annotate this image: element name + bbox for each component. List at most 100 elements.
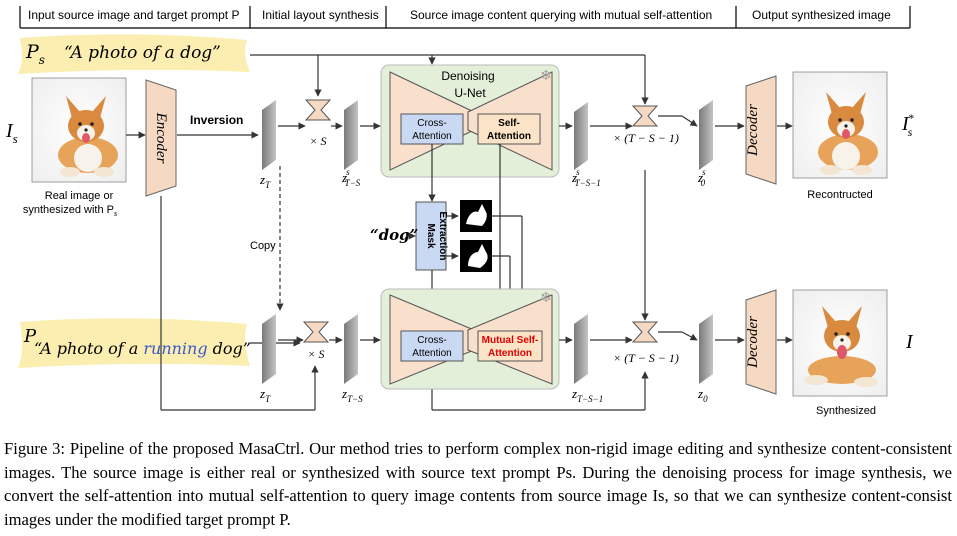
latent-zT-bottom-label: z: [259, 386, 265, 401]
svg-text:zs0: zs0: [697, 167, 706, 188]
latent-zT-top-label: z: [259, 172, 265, 187]
mutual-self-attention-line2: Attention: [488, 348, 532, 359]
svg-text:synthesized with Ps: synthesized with Ps: [23, 204, 117, 218]
target-prompt: P “A photo of a running dog”: [18, 318, 251, 368]
mask-extraction-line1: Mask: [425, 223, 436, 248]
freeze-icon: ❄: [540, 68, 552, 84]
cross-attention-top-line2: Attention: [412, 131, 451, 142]
mask-extraction-line2: Extraction: [437, 212, 448, 261]
latent-zTS1-bottom: zT−S−1: [571, 314, 603, 404]
decoder-bottom: Decoder: [745, 289, 777, 395]
bowtie-bottom: × S: [302, 321, 330, 361]
figure-caption: Figure 3: Pipeline of the proposed MasaC…: [4, 437, 952, 531]
inversion-label: Inversion: [190, 113, 243, 127]
unet-top: Denoising U-Net ❄ Cross- Attention Self-…: [380, 64, 560, 178]
times-s-bottom: × S: [307, 347, 324, 361]
cross-attention-bottom-line2: Attention: [412, 348, 451, 359]
source-prompt: Ps “A photo of a dog”: [18, 34, 250, 74]
synthesized-symbol: I: [905, 331, 914, 353]
latent-z0-bottom: z0: [697, 314, 713, 404]
svg-text:zT: zT: [259, 386, 271, 404]
bowtie-bottom-2: × (T − S − 1): [613, 321, 679, 365]
reconstructed-sup: *: [908, 111, 914, 125]
input-caption-sub: s: [114, 209, 117, 218]
section-output-label: Output synthesized image: [752, 8, 891, 22]
svg-text:“A photo of a running dog”: “A photo of a running dog”: [34, 339, 251, 358]
encoder-label: Encoder: [153, 112, 169, 164]
latent-zT-top-sub: T: [265, 180, 271, 190]
copy-label: Copy: [250, 240, 276, 252]
input-caption-line1: Real image or: [45, 190, 114, 202]
target-prompt-text-before: “A photo of a: [34, 339, 143, 358]
unet-title-line1: Denoising: [441, 69, 494, 83]
reconstructed-symbol: I: [901, 113, 910, 135]
mask-source: [460, 200, 492, 232]
bowtie-top: × S: [304, 99, 332, 148]
section-input-label: Input source image and target prompt P: [28, 8, 239, 22]
latent-zTS1-top-sub: T−S−1: [575, 178, 601, 188]
figure-caption-text: Figure 3: Pipeline of the proposed MasaC…: [4, 439, 952, 529]
target-prompt-symbol: P: [23, 326, 37, 347]
section-query-label: Source image content querying with mutua…: [410, 8, 712, 22]
svg-text:zsT−S: zsT−S: [341, 167, 361, 188]
latent-z0-bottom-sub: 0: [703, 394, 708, 404]
input-subscript: s: [13, 131, 18, 146]
latent-zTS-top-sub: T−S: [345, 178, 361, 188]
target-prompt-text-after: dog”: [208, 339, 251, 358]
self-attention-line1: Self-: [498, 118, 520, 129]
reconstructed-label: Recontructed: [807, 189, 872, 201]
latent-zTS-bottom: zT−S: [341, 314, 363, 404]
input-image: [31, 77, 127, 183]
decoder-top: Decoder: [745, 75, 777, 185]
reconstructed-image: [792, 71, 888, 179]
latent-zT-bottom-sub: T: [265, 394, 271, 404]
latent-zTS1-top-sup: s: [576, 167, 580, 177]
latent-z0-top-sub: 0: [701, 178, 706, 188]
mask-target: [460, 240, 492, 272]
svg-text:zT−S−1: zT−S−1: [571, 386, 603, 404]
svg-text:zT−S: zT−S: [341, 386, 363, 404]
synthesized-image: [792, 289, 888, 397]
latent-zTS1-bottom-label: z: [571, 386, 577, 401]
cross-attention-bottom-line1: Cross-: [417, 335, 446, 346]
mutual-self-attention-line1: Mutual Self-: [482, 335, 539, 346]
latent-z0-top-sup: s: [702, 167, 706, 177]
latent-zTS-top-sup: s: [346, 167, 350, 177]
input-symbol: I: [5, 120, 14, 142]
source-prompt-text: “A photo of a dog”: [64, 43, 221, 63]
svg-text:Ps: Ps: [25, 41, 45, 67]
mask-extraction-block: Mask Extraction: [415, 201, 448, 271]
times-rest-top: × (T − S − 1): [613, 131, 679, 145]
reconstructed-sub: s: [908, 125, 913, 139]
latent-zT-bottom: zT: [259, 314, 276, 404]
svg-text:zT: zT: [259, 172, 271, 190]
latent-zT-top: zT: [259, 100, 276, 190]
source-prompt-subscript: s: [39, 53, 45, 67]
svg-text:I*s: I*s: [901, 111, 914, 139]
times-s-top: × S: [309, 134, 326, 148]
cross-attention-top-line1: Cross-: [417, 118, 446, 129]
times-rest-bottom: × (T − S − 1): [613, 351, 679, 365]
latent-zTS1-top-label: z: [571, 170, 577, 185]
section-header: Input source image and target prompt P I…: [19, 6, 911, 29]
section-layout-label: Initial layout synthesis: [262, 8, 379, 22]
latent-zTS-bottom-label: z: [341, 386, 347, 401]
pipeline-diagram: Input source image and target prompt P I…: [5, 6, 914, 417]
encoder-block: Encoder: [145, 79, 177, 197]
freeze-icon-bottom: ❄: [540, 290, 552, 306]
svg-text:z0: z0: [697, 386, 708, 404]
source-prompt-symbol: P: [25, 41, 40, 63]
unet-title-line2: U-Net: [454, 86, 486, 100]
target-prompt-highlight: running: [143, 339, 207, 358]
decoder-bottom-label: Decoder: [745, 316, 761, 369]
svg-text:zsT−S−1: zsT−S−1: [571, 167, 601, 188]
latent-zTS-bottom-sub: T−S: [347, 394, 363, 404]
synthesized-label: Synthesized: [816, 405, 876, 417]
svg-text:Is: Is: [5, 120, 18, 146]
latent-z0-bottom-label: z: [697, 386, 703, 401]
input-caption-line2: synthesized with P: [23, 204, 114, 216]
latent-zTS-top-label: z: [341, 170, 347, 185]
unet-bottom: ❄ Cross- Attention Mutual Self- Attentio…: [380, 288, 560, 390]
